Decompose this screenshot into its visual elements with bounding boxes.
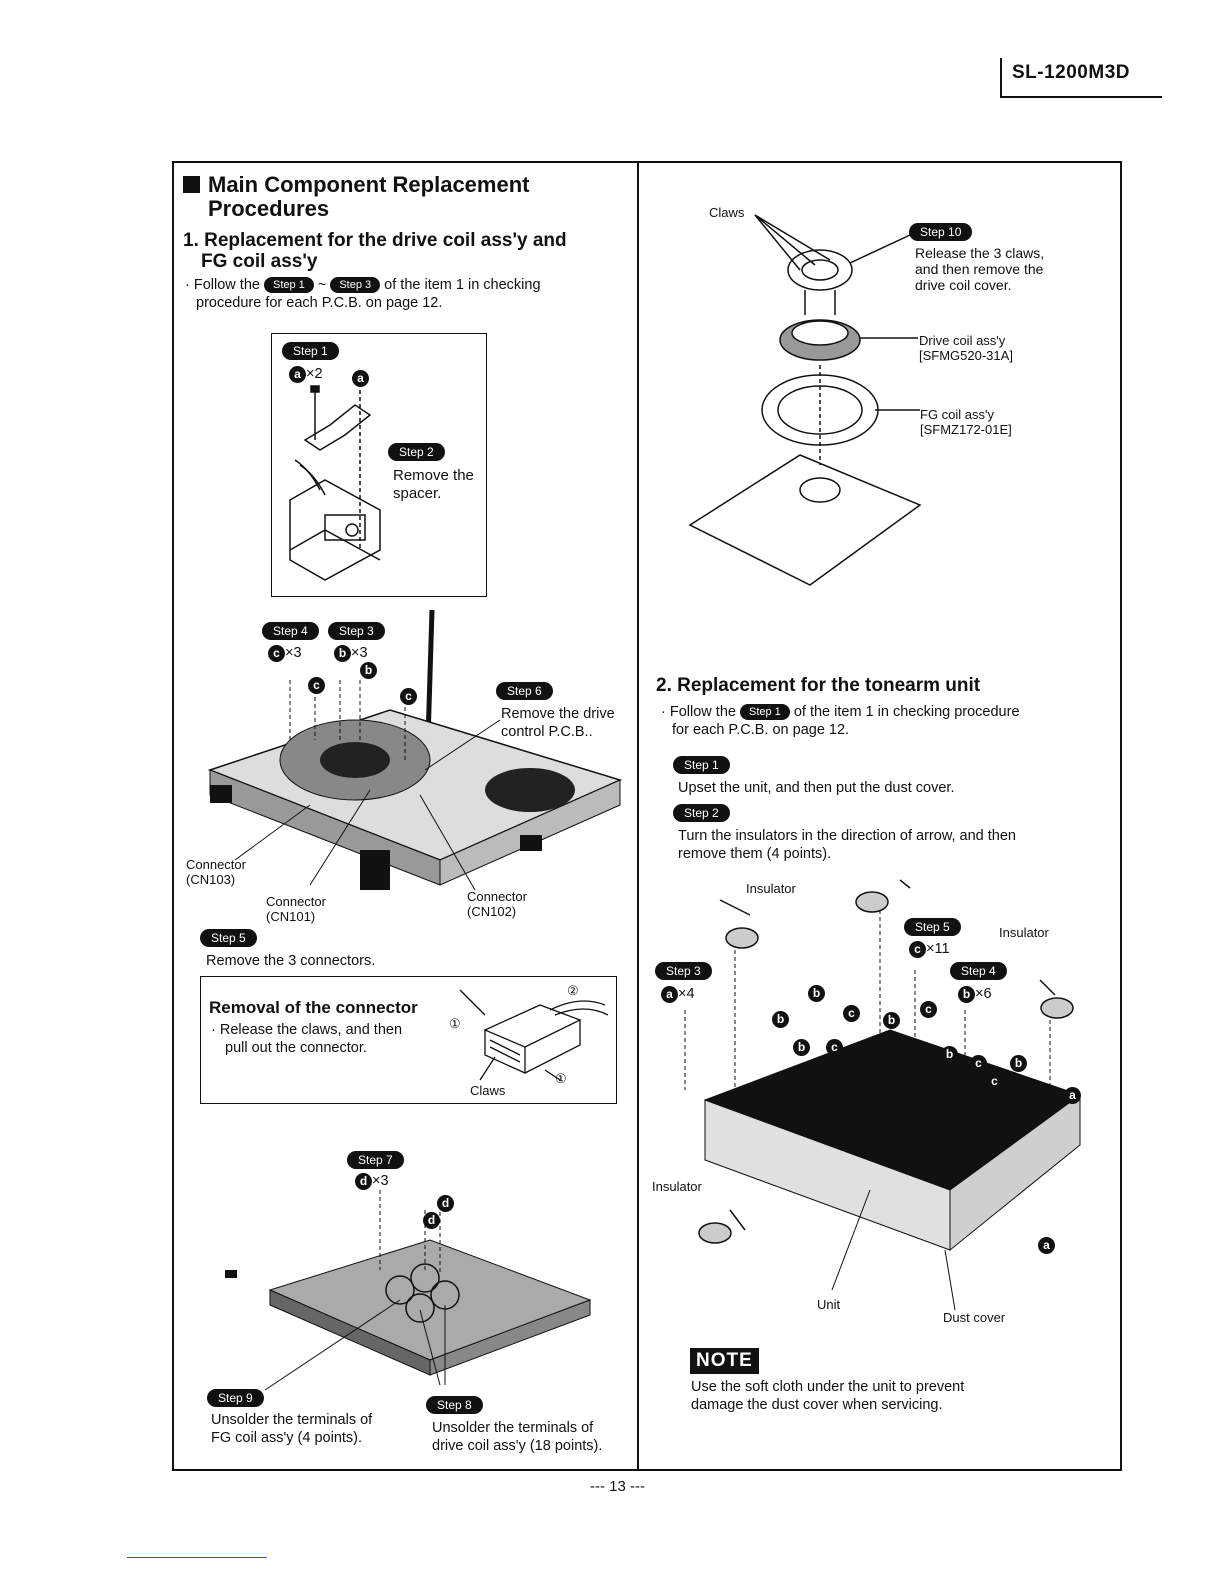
step7-mark: d xyxy=(437,1195,454,1213)
step3-screw: b×3 xyxy=(334,644,368,662)
spacer-illustration xyxy=(289,385,381,581)
page-number: --- 13 --- xyxy=(590,1478,645,1495)
step-badge: Step 3 xyxy=(330,277,381,294)
step10-label: Step 10 xyxy=(909,223,973,241)
r-step2-label: Step 2 xyxy=(673,804,730,822)
step2-label: Step 2 xyxy=(388,443,445,461)
removal-title: Removal of the connector xyxy=(209,998,418,1017)
drive-coil-label: Drive coil ass'y [SFMG520-31A] xyxy=(919,333,1013,363)
step1-box xyxy=(271,333,487,597)
removal-step-1: ① xyxy=(449,1016,461,1031)
removal-step-1b: ① xyxy=(555,1071,567,1086)
unit-label: Unit xyxy=(817,1297,841,1312)
r-step2-text: Turn the insulators in the direction of … xyxy=(678,828,1016,862)
removal-text: · Release the claws, and then pull out t… xyxy=(211,1022,403,1056)
dust-cover-label: Dust cover xyxy=(943,1310,1006,1325)
r-step1-label: Step 1 xyxy=(673,756,730,774)
removal-claws: Claws xyxy=(470,1083,506,1098)
r-step5-label: Step 5 xyxy=(904,918,961,936)
r-step4-label: Step 4 xyxy=(950,962,1007,980)
coil-exploded-illustration xyxy=(688,214,922,586)
claws-label: Claws xyxy=(709,205,745,220)
bottom-rule xyxy=(127,1557,267,1558)
step9-text: Unsolder the terminals of FG coil ass'y … xyxy=(211,1412,373,1446)
connector-cn101: Connector (CN101) xyxy=(266,894,326,924)
mark-b: b xyxy=(360,662,377,680)
r-mark-b: b xyxy=(793,1039,810,1057)
step4-screw: c×3 xyxy=(268,644,302,662)
step7-screw: d×3 xyxy=(355,1172,389,1190)
r-mark-c: c xyxy=(986,1073,1003,1091)
fg-coil-label: FG coil ass'y [SFMZ172-01E] xyxy=(920,407,1012,437)
step3-label: Step 3 xyxy=(328,622,385,640)
step5-label: Step 5 xyxy=(200,929,257,947)
r-mark-a: a xyxy=(1064,1087,1081,1105)
tonearm-unit-illustration xyxy=(684,879,1082,1311)
r-mark-b: b xyxy=(941,1046,958,1064)
step6-text: Remove the drive control P.C.B.. xyxy=(501,706,615,740)
header-bar xyxy=(1000,58,1002,96)
step10-text: Release the 3 claws, and then remove the… xyxy=(915,245,1045,293)
insulator-label: Insulator xyxy=(652,1179,702,1194)
r-step3-screw: a×4 xyxy=(661,985,695,1003)
r-mark-b: b xyxy=(883,1012,900,1030)
r-step1-text: Upset the unit, and then put the dust co… xyxy=(678,780,955,796)
square-bullet-icon xyxy=(183,176,200,193)
r-mark-b: b xyxy=(772,1011,789,1029)
step5-text: Remove the 3 connectors. xyxy=(206,953,376,969)
mark-c: c xyxy=(308,677,325,695)
step1-label: Step 1 xyxy=(282,342,339,360)
step2-text: Remove the spacer. xyxy=(393,467,474,502)
step-badge: Step 1 xyxy=(263,277,314,294)
column-divider xyxy=(637,161,639,1471)
insulator-label: Insulator xyxy=(746,881,796,896)
r-mark-c: c xyxy=(970,1055,987,1073)
page-frame xyxy=(172,161,1122,1471)
insulator-label: Insulator xyxy=(999,925,1049,940)
step1-screw: a×2 xyxy=(289,365,323,383)
r-mark-c: c xyxy=(920,1001,937,1019)
step9-label: Step 9 xyxy=(207,1389,264,1407)
removal-step-2: ② xyxy=(567,983,579,998)
r-mark-a: a xyxy=(1038,1237,1055,1255)
r-step4-screw: b×6 xyxy=(958,985,992,1003)
step1-mark: a xyxy=(352,370,369,388)
mark-c: c xyxy=(400,688,417,706)
step7-label: Step 7 xyxy=(347,1151,404,1169)
connector-cn103: Connector (CN103) xyxy=(186,857,246,887)
r-step3-label: Step 3 xyxy=(655,962,712,980)
step8-text: Unsolder the terminals of drive coil ass… xyxy=(432,1420,603,1454)
step-badge: Step 1 xyxy=(739,704,790,721)
intro-text: · Follow the Step 1 ~ Step 3 of the item… xyxy=(185,277,541,311)
note-text: Use the soft cloth under the unit to pre… xyxy=(691,1379,965,1413)
removal-box xyxy=(200,976,617,1104)
step7-mark: d xyxy=(423,1212,440,1230)
r-step5-screw: c×11 xyxy=(909,940,950,958)
step4-label: Step 4 xyxy=(262,622,319,640)
tonearm-intro: · Follow the Step 1 of the item 1 in che… xyxy=(661,704,1020,738)
connector-cn102: Connector (CN102) xyxy=(467,889,527,919)
step8-label: Step 8 xyxy=(426,1396,483,1414)
r-mark-b: b xyxy=(808,985,825,1003)
r-mark-c: c xyxy=(843,1005,860,1023)
r-mark-b: b xyxy=(1010,1055,1027,1073)
note-badge: NOTE xyxy=(690,1348,759,1374)
turntable-illustration xyxy=(207,609,623,891)
section-title: Main Component Replacement Procedures xyxy=(183,173,529,221)
subsection-title-1: 1. Replacement for the drive coil ass'y … xyxy=(183,230,567,272)
connector-illustration xyxy=(459,989,609,1081)
subsection-title-2: 2. Replacement for the tonearm unit xyxy=(656,675,981,696)
step6-label: Step 6 xyxy=(496,682,553,700)
r-mark-c: c xyxy=(826,1039,843,1057)
pcb-illustration xyxy=(225,1190,592,1391)
model-number: SL-1200M3D xyxy=(1012,62,1130,83)
header-underline xyxy=(1000,96,1162,98)
